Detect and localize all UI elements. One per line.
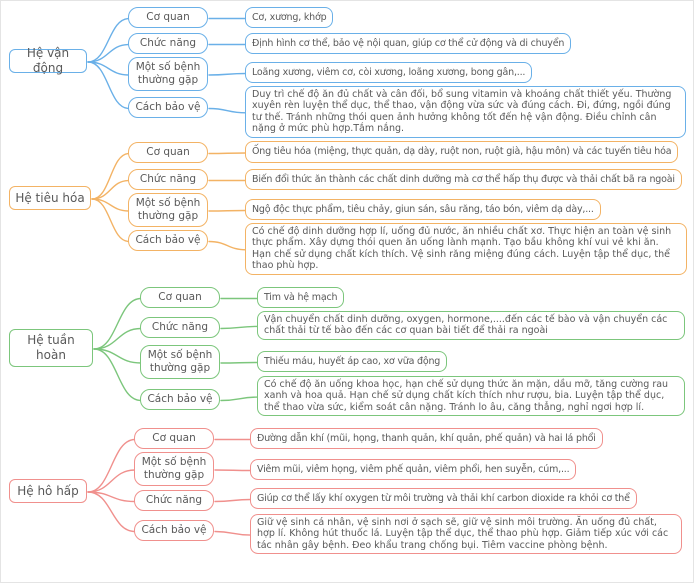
branch-label-cach-bao-ve[interactable]: Cách bảo vệ (128, 230, 208, 251)
branch-label-benh-thuong-gap[interactable]: Một số bệnh thường gặp (140, 345, 220, 379)
branch-label-benh-thuong-gap[interactable]: Một số bệnh thường gặp (134, 452, 214, 486)
branch-label-co-quan[interactable]: Cơ quan (128, 7, 208, 28)
detail-benh-thuong-gap[interactable]: Thiếu máu, huyết áp cao, xơ vữa động (257, 351, 448, 372)
root-node-he-ho-hap[interactable]: Hệ hô hấp (9, 479, 87, 503)
branch-label-cach-bao-ve[interactable]: Cách bảo vệ (140, 389, 220, 410)
detail-co-quan[interactable]: Đường dẫn khí (mũi, họng, thanh quản, kh… (250, 428, 603, 449)
detail-benh-thuong-gap[interactable]: Ngộ độc thực phẩm, tiêu chảy, giun sán, … (245, 199, 601, 220)
detail-chuc-nang[interactable]: Định hình cơ thể, bảo vệ nội quan, giúp … (245, 33, 572, 54)
branch-label-benh-thuong-gap[interactable]: Một số bệnh thường gặp (128, 193, 208, 227)
root-node-he-tuan-hoan[interactable]: Hệ tuần hoàn (9, 329, 93, 367)
detail-cach-bao-ve[interactable]: Duy trì chế độ ăn đủ chất và cân đối, bổ… (245, 86, 686, 138)
detail-chuc-nang[interactable]: Giúp cơ thể lấy khí oxygen từ môi trường… (250, 488, 637, 509)
detail-cach-bao-ve[interactable]: Có chế độ ăn uống khoa học, hạn chế sử d… (257, 376, 685, 417)
branch-label-cach-bao-ve[interactable]: Cách bảo vệ (128, 97, 208, 118)
root-node-he-van-dong[interactable]: Hệ vận động (9, 46, 87, 75)
detail-co-quan[interactable]: Ống tiêu hóa (miệng, thực quản, dạ dày, … (245, 141, 679, 163)
branch-label-co-quan[interactable]: Cơ quan (128, 142, 208, 163)
branch-label-co-quan[interactable]: Cơ quan (134, 428, 214, 449)
detail-chuc-nang[interactable]: Biến đổi thức ăn thành các chất dinh dưỡ… (245, 169, 682, 190)
detail-cach-bao-ve[interactable]: Giữ vệ sinh cá nhân, vệ sinh nơi ở sạch … (250, 514, 682, 555)
branch-label-chuc-nang[interactable]: Chức năng (134, 490, 214, 511)
branch-label-co-quan[interactable]: Cơ quan (140, 287, 220, 308)
detail-chuc-nang[interactable]: Vận chuyển chất dinh dưỡng, oxygen, horm… (257, 311, 685, 340)
detail-benh-thuong-gap[interactable]: Viêm mũi, viêm họng, viêm phế quản, viêm… (250, 459, 577, 480)
detail-co-quan[interactable]: Tim và hệ mạch (257, 287, 345, 308)
branch-label-chuc-nang[interactable]: Chức năng (140, 317, 220, 338)
root-node-he-tieu-hoa[interactable]: Hệ tiêu hóa (9, 186, 91, 210)
detail-benh-thuong-gap[interactable]: Loãng xương, viêm cơ, còi xương, loãng x… (245, 62, 533, 83)
branch-label-chuc-nang[interactable]: Chức năng (128, 33, 208, 54)
branch-label-benh-thuong-gap[interactable]: Một số bệnh thường gặp (128, 57, 208, 91)
detail-co-quan[interactable]: Cơ, xương, khớp (245, 7, 334, 28)
branch-label-chuc-nang[interactable]: Chức năng (128, 169, 208, 190)
branch-label-cach-bao-ve[interactable]: Cách bảo vệ (134, 520, 214, 541)
detail-cach-bao-ve[interactable]: Có chế độ dinh dưỡng hợp lí, uống đủ nướ… (245, 223, 687, 275)
